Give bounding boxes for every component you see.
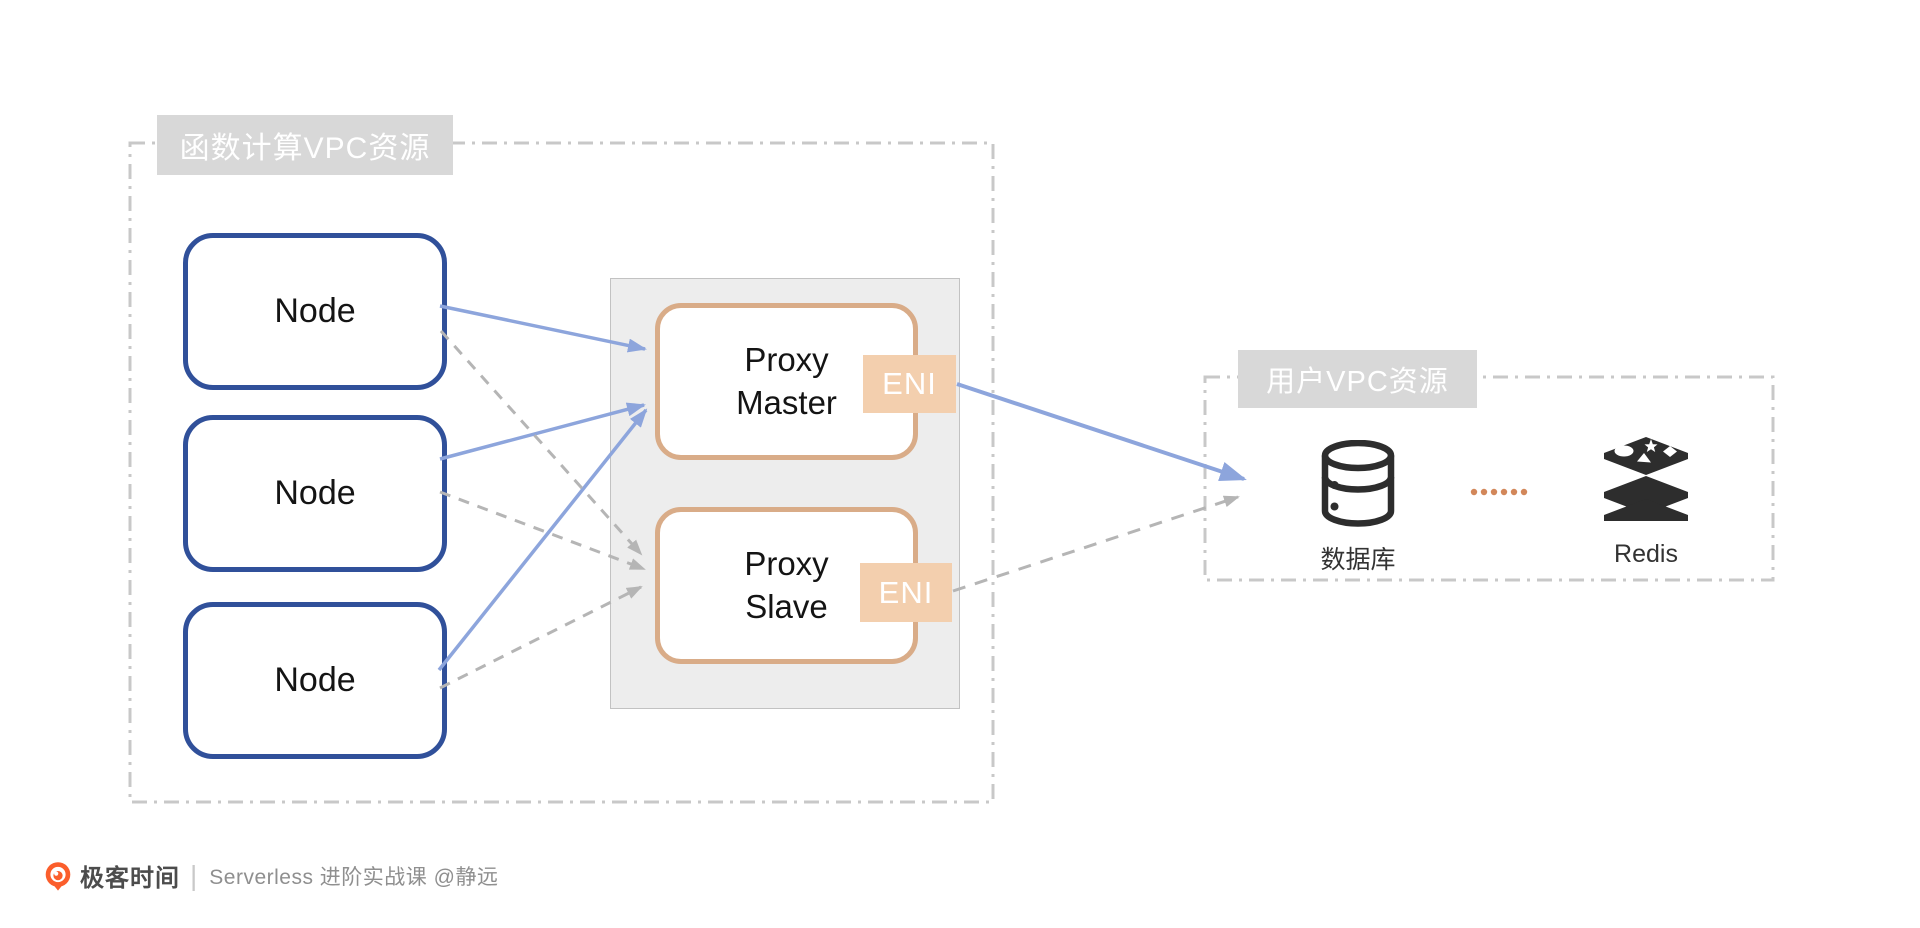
node-box-1: Node xyxy=(183,233,447,390)
node-1-label: Node xyxy=(274,292,356,330)
proxy-master-label-line2: Master xyxy=(736,383,837,421)
database-icon xyxy=(1318,440,1398,528)
redis-icon xyxy=(1600,437,1692,521)
proxy-master-label-line1: Proxy xyxy=(744,341,829,379)
function-vpc-label: 函数计算VPC资源 xyxy=(157,115,453,175)
redis-label: Redis xyxy=(1614,540,1678,568)
node-3-label: Node xyxy=(274,661,356,699)
user-vpc-label: 用户VPC资源 xyxy=(1238,350,1477,408)
proxy-slave-eni-badge: ENI xyxy=(860,563,952,622)
footer-course-text: Serverless 进阶实战课 @静远 xyxy=(209,865,499,889)
node-box-3: Node xyxy=(183,602,447,759)
footer-brand-line: 极客时间 | Serverless 进阶实战课 @静远 xyxy=(44,858,498,893)
arrow-slave-eni-to-database xyxy=(952,495,1240,593)
geektime-logo-icon xyxy=(44,861,72,891)
proxy-master-eni-badge: ENI xyxy=(863,355,956,413)
proxy-slave-label-line1: Proxy xyxy=(744,545,829,583)
arrow-master-eni-to-database xyxy=(956,382,1247,481)
proxy-slave-label-line2: Slave xyxy=(745,587,828,625)
node-box-2: Node xyxy=(183,415,447,572)
footer-divider: | xyxy=(190,859,198,891)
geektime-brand-text: 极客时间 xyxy=(80,865,180,892)
db-redis-dotted-link xyxy=(1470,488,1528,496)
database-label: 数据库 xyxy=(1320,546,1396,574)
node-2-label: Node xyxy=(274,474,356,512)
